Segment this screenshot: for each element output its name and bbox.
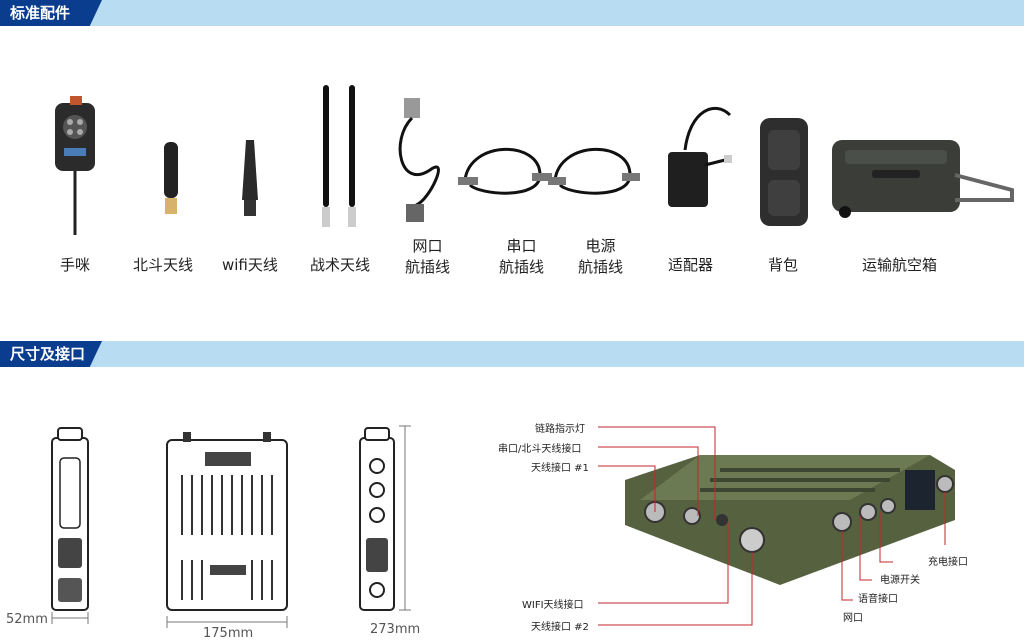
section-title: 标准配件 [0, 0, 102, 26]
accessory-label-tactical-antenna: 战术天线 [310, 256, 371, 274]
device-side-view-left [51, 427, 89, 611]
accessory-label-handset: 手咪 [60, 256, 91, 274]
accessory-label-adapter: 适配器 [668, 256, 714, 274]
wifi-antenna-image [242, 140, 258, 216]
dimension-height: 273mm [370, 622, 421, 637]
callout-audio-port: 语音接口 [858, 594, 898, 605]
callout-antenna-port-2: 天线接口 #2 [531, 622, 589, 633]
callout-wifi-antenna-port: WIFI天线接口 [522, 600, 584, 611]
handset-mic-image [55, 96, 95, 235]
section-header-dimensions: 尺寸及接口 [0, 341, 1024, 367]
tactical-antenna-image [322, 85, 356, 227]
device-side-view-right [359, 427, 395, 611]
power-adapter-image [668, 106, 732, 207]
accessory-label-serial-cable: 串口 航插线 [499, 237, 545, 276]
beidou-antenna-image [164, 142, 178, 214]
accessory-label-wifi-antenna: wifi天线 [222, 256, 278, 274]
network-cable-image [398, 98, 440, 222]
section-title: 尺寸及接口 [0, 341, 102, 367]
accessory-label-beidou-antenna: 北斗天线 [133, 256, 194, 274]
accessory-label-power-cable: 电源 航插线 [578, 237, 624, 276]
section-header-accessories: 标准配件 [0, 0, 1024, 26]
callout-antenna-port-1: 天线接口 #1 [531, 463, 589, 474]
callout-charge-port: 充电接口 [928, 557, 968, 568]
callout-power-switch: 电源开关 [880, 575, 920, 586]
callout-network-port: 网口 [843, 613, 863, 624]
callout-link-indicator: 链路指示灯 [535, 424, 585, 435]
device-front-view [166, 432, 288, 611]
power-cable-image [548, 147, 640, 195]
dimension-length: 175mm [203, 626, 254, 641]
transport-case-image [832, 140, 1014, 218]
callout-serial-beidou-port: 串口/北斗天线接口 [498, 444, 582, 455]
accessory-label-network-cable: 网口 航插线 [405, 237, 451, 276]
serial-cable-image [458, 147, 552, 195]
accessory-label-backpack: 背包 [768, 256, 799, 274]
dimension-width: 52mm [6, 612, 48, 627]
backpack-image [760, 118, 808, 226]
device-3d-image [625, 455, 955, 585]
accessory-label-transport-case: 运输航空箱 [862, 256, 938, 274]
